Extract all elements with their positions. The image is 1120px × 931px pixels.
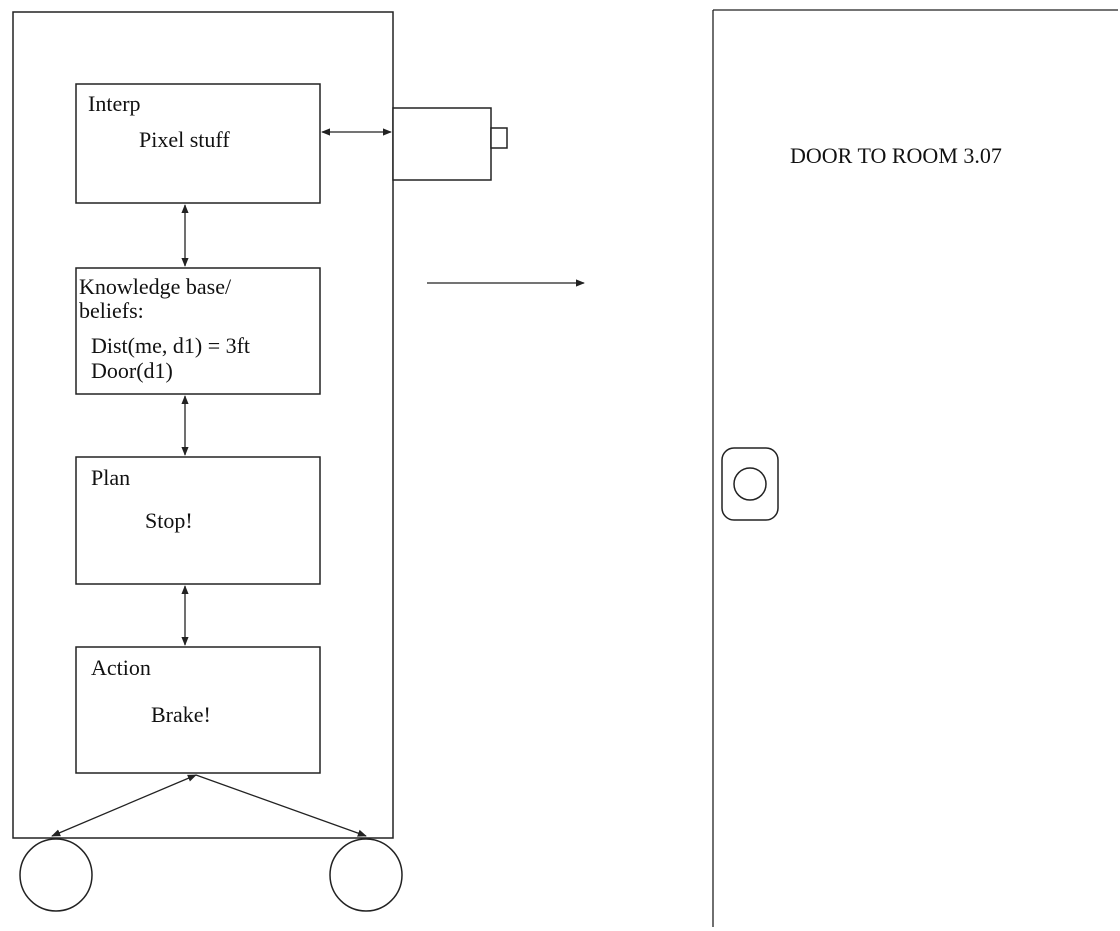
module-title: Knowledge base/ — [79, 274, 232, 299]
module-line: Door(d1) — [91, 358, 173, 383]
door: DOOR TO ROOM 3.07 — [712, 9, 1118, 927]
module-title: Plan — [91, 465, 130, 490]
module-title: Action — [91, 655, 151, 680]
module-title: Interp — [88, 91, 141, 116]
wheel-icon — [19, 838, 93, 912]
door-sign: DOOR TO ROOM 3.07 — [790, 143, 1002, 168]
module-box — [75, 456, 321, 585]
module-box — [75, 267, 321, 395]
camera-icon — [392, 107, 508, 181]
module-line: Pixel stuff — [139, 127, 230, 152]
module-line: Stop! — [145, 508, 193, 533]
module-knowledge-base: Knowledge base/ beliefs: Dist(me, d1) = … — [75, 267, 321, 395]
module-interp: Interp Pixel stuff — [75, 83, 321, 204]
module-box — [75, 83, 321, 204]
wheel-icon — [329, 838, 403, 912]
module-plan: Plan Stop! — [75, 456, 321, 585]
module-line: Dist(me, d1) = 3ft — [91, 333, 250, 358]
arrow-action-right-wheel — [195, 774, 367, 837]
module-box — [75, 646, 321, 774]
module-action: Action Brake! — [75, 646, 321, 774]
robot: Interp Pixel stuff Knowledge base/ belie… — [12, 11, 508, 912]
door-knob-icon — [721, 447, 779, 521]
arrow-action-left-wheel — [51, 774, 197, 837]
module-line: beliefs: — [79, 298, 144, 323]
module-line: Brake! — [151, 702, 211, 727]
